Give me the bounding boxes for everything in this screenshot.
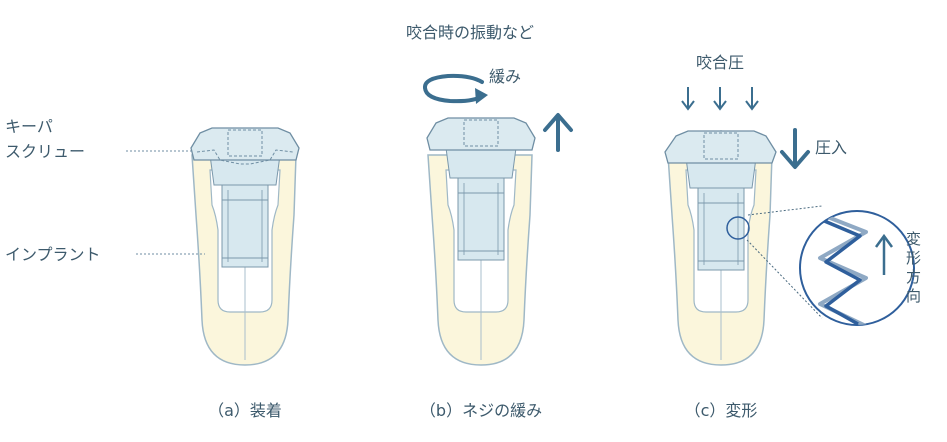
label-keeper-screw-1: キーパ xyxy=(5,117,53,136)
label-occlusal-pressure: 咬合圧 xyxy=(696,53,744,72)
svg-text:向: 向 xyxy=(906,287,921,305)
up-arrow-icon xyxy=(543,113,573,152)
thread-zoom-circle xyxy=(799,210,915,326)
zoom-marker xyxy=(726,216,750,240)
svg-text:形: 形 xyxy=(906,249,921,267)
keeper-screw-c xyxy=(664,130,777,271)
caption-c: （c）変形 xyxy=(685,401,758,420)
label-keeper-screw-2: スクリュー xyxy=(5,142,85,161)
label-loosen: 緩み xyxy=(489,67,521,86)
label-occlusal-vibration: 咬合時の振動など xyxy=(406,23,534,42)
label-deform-direction: 変 形 方 向 xyxy=(906,230,921,305)
down-arrow-icon xyxy=(713,87,727,111)
occlusal-pressure-arrows xyxy=(681,87,759,111)
label-implant: インプラント xyxy=(5,245,101,264)
svg-text:変: 変 xyxy=(906,230,921,248)
caption-a: （a）装着 xyxy=(208,401,282,420)
rotation-arrow-icon xyxy=(423,73,488,104)
down-arrow-icon xyxy=(780,128,810,169)
down-arrow-icon xyxy=(681,87,695,111)
caption-b: （b）ネジの緩み xyxy=(420,401,542,420)
svg-text:方: 方 xyxy=(906,268,921,286)
label-press-in: 圧入 xyxy=(815,138,847,157)
keeper-screw-a xyxy=(190,127,300,268)
keeper-screw-b xyxy=(426,117,536,261)
down-arrow-icon xyxy=(745,87,759,111)
